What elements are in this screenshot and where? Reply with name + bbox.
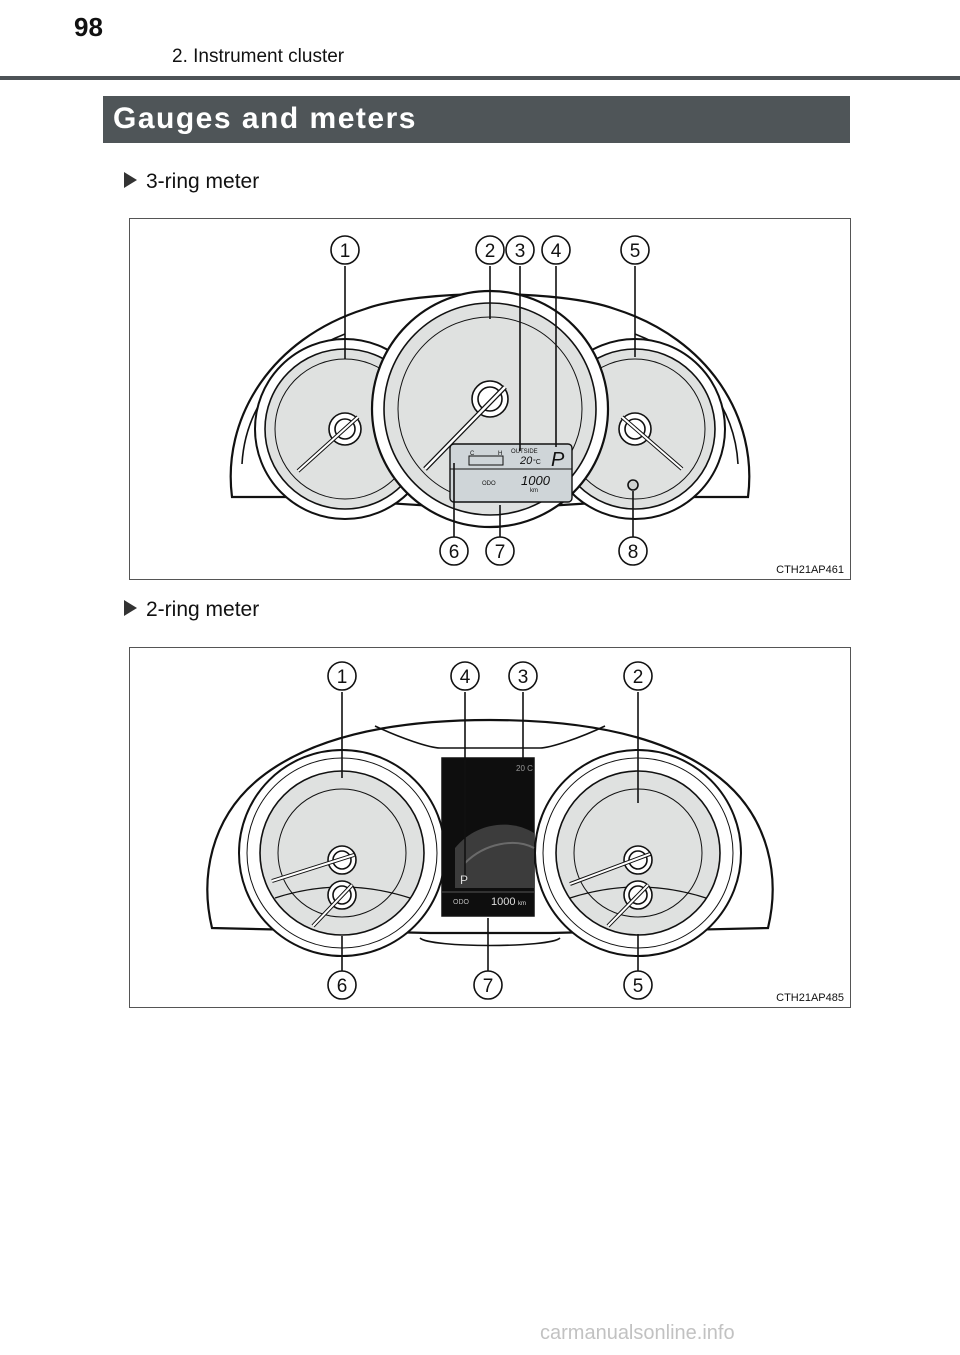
triangle-bullet-icon: [124, 600, 137, 617]
display-temp-c: C: [470, 451, 475, 457]
display-odo-unit: km: [518, 901, 526, 907]
display-gear: P: [551, 449, 565, 471]
callout-7: 7: [495, 542, 506, 563]
callout-6: 6: [337, 976, 348, 997]
display-temp-unit: °C: [533, 458, 541, 466]
subheading-text: 2-ring meter: [146, 598, 260, 621]
callout-2: 2: [485, 241, 496, 262]
watermark: carmanualsonline.info: [540, 1322, 735, 1344]
figure-id: CTH21AP485: [776, 992, 844, 1004]
display-odo: ODO: [453, 899, 470, 906]
section-banner: Gauges and meters: [103, 96, 850, 143]
display-temp: 20: [519, 455, 533, 467]
callout-3: 3: [518, 667, 529, 688]
display-temp-h: H: [498, 451, 502, 457]
callout-8: 8: [628, 542, 639, 563]
callout-4: 4: [460, 667, 471, 688]
callout-5: 5: [630, 241, 641, 262]
callout-1: 1: [340, 241, 351, 262]
chapter-title: 2. Instrument cluster: [172, 46, 345, 67]
header-rule: [0, 76, 960, 80]
callout-1: 1: [337, 667, 348, 688]
page-number: 98: [74, 12, 103, 42]
display-outside: OUTSIDE: [511, 449, 538, 455]
callout-3: 3: [515, 241, 526, 262]
display-temp: 20 C: [516, 764, 533, 773]
callout-7: 7: [483, 976, 494, 997]
callout-4: 4: [551, 241, 562, 262]
subheading-text: 3-ring meter: [146, 170, 260, 193]
three-ring-illustration: 1 2 3 4 5 6 7 8 C H OUTSIDE 20 °C P ODO …: [229, 235, 751, 566]
callout-5: 5: [633, 976, 644, 997]
display-gear: P: [460, 873, 468, 887]
section-title: Gauges and meters: [113, 102, 417, 135]
callout-2: 2: [633, 667, 644, 688]
display-odo-unit: km: [530, 488, 538, 494]
figure-3-ring-meter: 1 2 3 4 5 6 7 8 C H OUTSIDE 20 °C P ODO …: [129, 218, 851, 580]
figure-id: CTH21AP461: [776, 564, 844, 576]
callout-6: 6: [449, 542, 460, 563]
figure-2-ring-meter: 1 4 3 2 6 7 5 20 C P ODO 1000 km CTH21AP…: [129, 647, 851, 1008]
triangle-bullet-icon: [124, 172, 137, 189]
display-odo-value: 1000: [521, 473, 551, 488]
two-ring-illustration: 1 4 3 2 6 7 5 20 C P ODO 1000 km: [206, 661, 774, 1000]
display-odo: ODO: [482, 481, 496, 487]
display-odo-value: 1000: [491, 896, 515, 908]
subheading-2-ring: 2-ring meter: [124, 598, 259, 622]
subheading-3-ring: 3-ring meter: [124, 170, 259, 194]
